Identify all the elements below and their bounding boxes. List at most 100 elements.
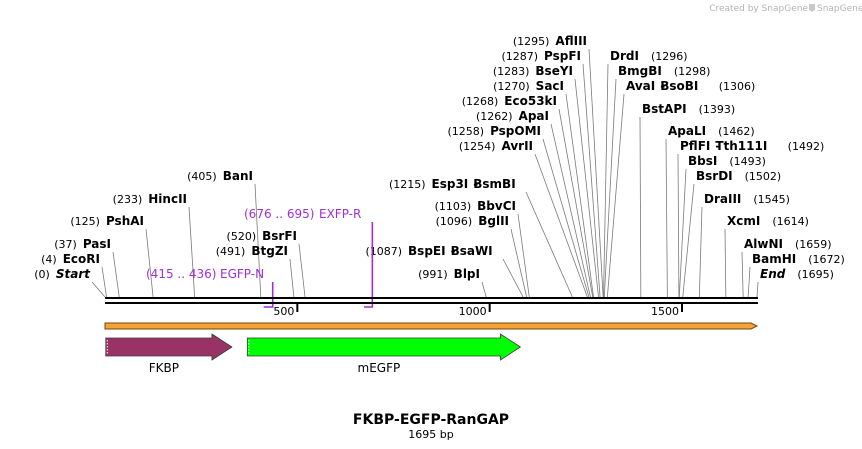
site-xcmi[interactable]: XcmI(1614) bbox=[727, 214, 809, 228]
site-name-pasi: PasI bbox=[83, 237, 111, 251]
primers: (415 .. 436)EGFP-N(676 .. 695)EXFP-R bbox=[146, 207, 374, 308]
feature-label-megfp: mEGFP bbox=[358, 361, 401, 375]
site-pos-draiii: (1545) bbox=[753, 193, 790, 206]
site-name-btgzi: BtgZI bbox=[251, 244, 288, 258]
site-leader-bani bbox=[254, 183, 262, 298]
site-leader-blpi bbox=[481, 281, 487, 298]
site-leader-alwni bbox=[741, 251, 744, 298]
site-avrii[interactable]: AvrII(1254) bbox=[459, 139, 533, 153]
site-avai[interactable]: AvaI-BsoBI(1306) bbox=[626, 79, 755, 93]
site-name-pshai: PshAI bbox=[106, 214, 144, 228]
site-apai[interactable]: ApaI(1262) bbox=[476, 109, 549, 123]
site-bseyi[interactable]: BseYI(1283) bbox=[493, 64, 573, 78]
site-pos-bsrdi: (1502) bbox=[745, 170, 782, 183]
site-name-separator: - bbox=[451, 244, 456, 258]
site-leader-pshai bbox=[145, 228, 154, 298]
primer-mark-egfp-n bbox=[263, 282, 274, 308]
site-bglii[interactable]: BglII(1096) bbox=[436, 214, 509, 228]
site-pos-bmgbi: (1298) bbox=[674, 65, 711, 78]
primer-mark-exfp-r bbox=[364, 222, 374, 308]
site-pos-bstapi: (1393) bbox=[699, 103, 736, 116]
site-saci[interactable]: SacI(1270) bbox=[493, 79, 564, 93]
site-leader-pspomi bbox=[542, 138, 590, 298]
feature-fkbp[interactable]: FKBP bbox=[105, 333, 233, 375]
site-name-esp3i: Esp3I bbox=[432, 177, 469, 191]
site-afliii[interactable]: AflIII(1295) bbox=[513, 34, 587, 48]
site-pos-pasi: (37) bbox=[54, 238, 77, 251]
site-pflfi[interactable]: PflFI-Tth111I(1492) bbox=[680, 139, 824, 153]
site-pasi[interactable]: PasI (37) bbox=[54, 237, 111, 251]
site-leader-btgzi bbox=[289, 258, 295, 298]
site-leader-bmgbi bbox=[603, 78, 617, 298]
site-leader-lines bbox=[91, 48, 759, 298]
site-labels: Start(0)EcoRI (4) PasI (37) PshAI(125) HincII… bbox=[34, 34, 845, 281]
site-pos-pspomi: (1258) bbox=[447, 125, 484, 138]
site-pos-bspei: (1087) bbox=[365, 245, 402, 258]
site-bbsi[interactable]: BbsI(1493) bbox=[688, 154, 766, 168]
site-name-bsmbi: BsmBI bbox=[473, 177, 515, 191]
site-bsrfi[interactable]: BsrFI(520) bbox=[227, 229, 297, 243]
site-name-blpi: BlpI bbox=[454, 267, 480, 281]
site-leader-bsrfi bbox=[298, 243, 306, 298]
map-title: FKBP-EGFP-RanGAP bbox=[353, 412, 509, 428]
site-leader-pflfi bbox=[677, 153, 680, 298]
site-pos-ecori: (4) bbox=[41, 253, 57, 266]
site-pos-start: (0) bbox=[34, 268, 50, 281]
credit-brand: SnapGene bbox=[817, 4, 862, 14]
site-pos-afliii: (1295) bbox=[513, 35, 550, 48]
site-draiii[interactable]: DraIII(1545) bbox=[704, 192, 790, 206]
site-leader-bbvci bbox=[517, 213, 530, 298]
site-end[interactable]: End(1695) bbox=[760, 267, 834, 281]
site-bbvci[interactable]: BbvCI(1103) bbox=[435, 199, 516, 213]
site-pos-xcmi: (1614) bbox=[772, 215, 809, 228]
site-leader-drdi bbox=[603, 63, 609, 298]
site-ecori[interactable]: EcoRI (4) bbox=[41, 252, 100, 266]
site-pshai[interactable]: PshAI(125) bbox=[70, 214, 144, 228]
site-name-hincii: HincII bbox=[148, 192, 187, 206]
site-btgzi[interactable]: BtgZI(491) bbox=[216, 244, 288, 258]
feature-megfp[interactable]: mEGFP bbox=[246, 333, 522, 375]
site-pos-bamhi: (1672) bbox=[808, 253, 845, 266]
site-leader-bbsi bbox=[678, 168, 687, 298]
site-leader-pasi bbox=[112, 251, 120, 298]
site-hincii[interactable]: HincII(233) bbox=[113, 192, 187, 206]
snapgene-logo-icon bbox=[809, 4, 815, 12]
primer-name-exfp-r: EXFP-R bbox=[319, 207, 361, 221]
site-esp3i[interactable]: Esp3I-BsmBI(1215) bbox=[389, 177, 516, 191]
primer-egfp-n[interactable]: (415 .. 436)EGFP-N bbox=[146, 267, 274, 308]
site-pos-drdi: (1296) bbox=[651, 50, 688, 63]
site-name-separator: - bbox=[715, 139, 720, 153]
site-leader-end bbox=[756, 281, 759, 298]
site-bstapi[interactable]: BstAPI(1393) bbox=[642, 102, 735, 116]
site-pos-apai: (1262) bbox=[476, 110, 513, 123]
site-pspomi[interactable]: PspOMI(1258) bbox=[447, 124, 541, 138]
site-apali[interactable]: ApaLI(1462) bbox=[668, 124, 755, 138]
site-name-alwni: AlwNI bbox=[744, 237, 783, 251]
site-alwni[interactable]: AlwNI(1659) bbox=[744, 237, 832, 251]
site-start[interactable]: Start(0) bbox=[34, 267, 91, 281]
full-length-arrow[interactable] bbox=[104, 322, 759, 330]
site-bani[interactable]: BanI(405) bbox=[187, 169, 253, 183]
site-bamhi[interactable]: BamHI(1672) bbox=[752, 252, 845, 266]
site-leader-bspei bbox=[502, 258, 524, 298]
site-eco53ki[interactable]: Eco53kI(1268) bbox=[462, 94, 557, 108]
site-pos-saci: (1270) bbox=[493, 80, 530, 93]
site-leader-bseyi bbox=[574, 78, 599, 298]
site-leader-bstapi bbox=[639, 116, 642, 298]
site-leader-bsrdi bbox=[682, 183, 695, 298]
site-bsrdi[interactable]: BsrDI(1502) bbox=[696, 169, 781, 183]
site-name-ecori: EcoRI bbox=[63, 252, 100, 266]
site-bspei[interactable]: BspEI-BsaWI(1087) bbox=[365, 244, 492, 258]
site-name-drdi: DrdI bbox=[610, 49, 639, 63]
site-blpi[interactable]: BlpI(991) bbox=[418, 267, 480, 281]
tick-label-1000: 1000 bbox=[459, 305, 487, 318]
site-name-avrii: AvrII bbox=[501, 139, 533, 153]
primer-exfp-r[interactable]: (676 .. 695)EXFP-R bbox=[244, 207, 374, 308]
site-name-bspei: BspEI bbox=[408, 244, 446, 258]
site-leader-avai bbox=[606, 93, 625, 298]
site-name-bbvci: BbvCI bbox=[477, 199, 516, 213]
site-drdi[interactable]: DrdI (1296) bbox=[610, 49, 688, 63]
site-pspfi[interactable]: PspFI(1287) bbox=[501, 49, 581, 63]
site-name-bmgbi: BmgBI bbox=[618, 64, 662, 78]
site-bmgbi[interactable]: BmgBI (1298) bbox=[618, 64, 710, 78]
